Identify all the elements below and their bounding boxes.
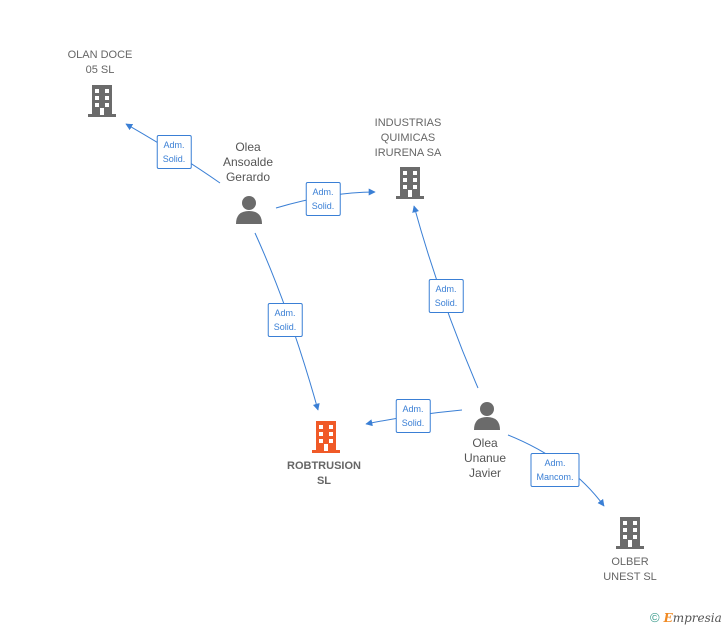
edge-label-gerardo-robtrusion[interactable]: Adm. Solid. <box>267 303 303 337</box>
person-label-olea-gerardo: Olea Ansoalde Gerardo <box>222 140 274 184</box>
edge-label-gerardo-industrias[interactable]: Adm. Solid. <box>305 182 341 216</box>
company-label-olan-doce: OLAN DOCE 05 SL <box>67 49 133 76</box>
brand-logo-rest: mpresia <box>672 610 722 625</box>
company-label-industrias: INDUSTRIAS QUIMICAS IRURENA SA <box>374 117 442 159</box>
building-icon[interactable] <box>310 420 342 454</box>
brand-logo-initial: E <box>663 610 673 625</box>
empresia-watermark: © Empresia <box>650 610 722 625</box>
building-icon[interactable] <box>394 166 426 200</box>
building-icon[interactable] <box>614 516 646 550</box>
copyright-symbol: © <box>650 610 660 625</box>
edge-label-javier-olber[interactable]: Adm. Mancom. <box>530 453 580 487</box>
edge-label-javier-industrias[interactable]: Adm. Solid. <box>428 279 464 313</box>
edge-label-gerardo-olan-doce[interactable]: Adm. Solid. <box>156 135 192 169</box>
building-icon[interactable] <box>86 84 118 118</box>
brand-logo: Empresia <box>664 611 722 625</box>
company-label-olber: OLBER UNEST SL <box>603 556 657 583</box>
person-label-olea-javier: Olea Unanue Javier <box>463 436 507 480</box>
company-label-robtrusion: ROBTRUSION SL <box>287 460 361 487</box>
edge-label-javier-robtrusion[interactable]: Adm. Solid. <box>395 399 431 433</box>
person-icon[interactable] <box>234 194 264 224</box>
person-icon[interactable] <box>472 400 502 430</box>
